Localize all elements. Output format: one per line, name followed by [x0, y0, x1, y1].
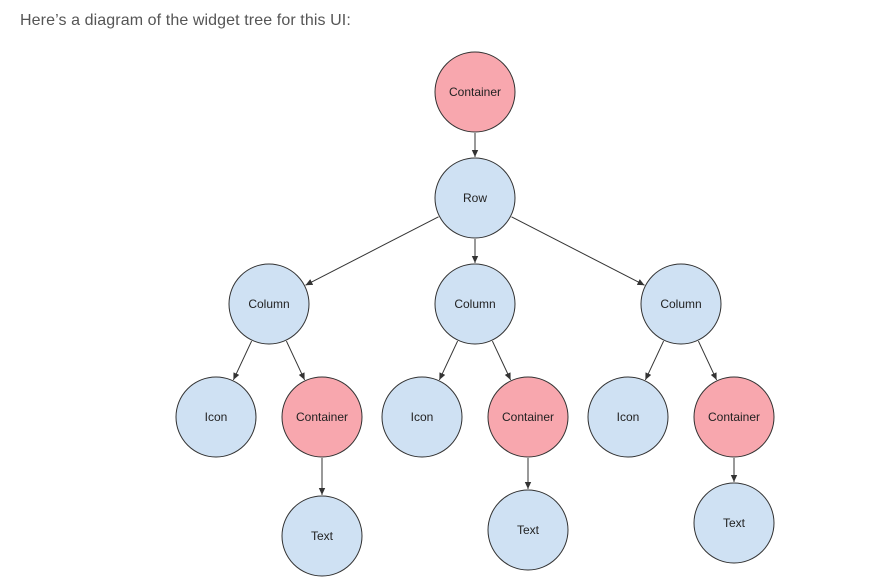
node-label-container-1: Container [296, 410, 348, 424]
node-label-icon-1: Icon [205, 410, 228, 424]
node-circle-container-root [434, 51, 516, 133]
intro-text: Here’s a diagram of the widget tree for … [20, 12, 351, 29]
node-circle-text-3 [693, 482, 775, 564]
node-label-container-3: Container [708, 410, 760, 424]
node-label-icon-2: Icon [411, 410, 434, 424]
node-circle-column-1 [228, 263, 310, 345]
node-circle-text-2 [487, 489, 569, 571]
node-column-2: Column [434, 263, 516, 345]
node-circle-icon-2 [381, 376, 463, 458]
node-container-2: Container [487, 376, 569, 458]
node-icon-3: Icon [587, 376, 669, 458]
node-text-3: Text [693, 482, 775, 564]
edge-row-to-column-3 [511, 216, 645, 286]
edge-column-2-to-icon-2 [438, 340, 459, 381]
node-column-1: Column [228, 263, 310, 345]
edge-column-1-to-container-1 [285, 340, 306, 381]
node-circle-icon-1 [175, 376, 257, 458]
edge-column-3-to-container-3 [697, 340, 718, 381]
node-icon-2: Icon [381, 376, 463, 458]
edges [232, 133, 738, 495]
node-column-3: Column [640, 263, 722, 345]
node-label-container-2: Container [502, 410, 554, 424]
node-circle-column-2 [434, 263, 516, 345]
node-row: Row [434, 157, 516, 239]
node-label-text-3: Text [723, 516, 746, 530]
node-label-column-2: Column [454, 297, 495, 311]
node-label-container-root: Container [449, 85, 501, 99]
node-circle-column-3 [640, 263, 722, 345]
node-circle-text-1 [281, 495, 363, 577]
edge-column-2-to-container-2 [491, 340, 512, 381]
node-label-text-2: Text [517, 523, 540, 537]
node-circle-row [434, 157, 516, 239]
node-icon-1: Icon [175, 376, 257, 458]
node-circle-icon-3 [587, 376, 669, 458]
node-circle-container-1 [281, 376, 363, 458]
node-container-root: Container [434, 51, 516, 133]
node-label-row: Row [463, 191, 487, 205]
node-text-1: Text [281, 495, 363, 577]
node-label-icon-3: Icon [617, 410, 640, 424]
node-label-column-1: Column [248, 297, 289, 311]
edge-column-3-to-icon-3 [644, 340, 665, 381]
node-label-column-3: Column [660, 297, 701, 311]
edge-column-1-to-icon-1 [232, 340, 253, 381]
node-text-2: Text [487, 489, 569, 571]
node-container-1: Container [281, 376, 363, 458]
node-container-3: Container [693, 376, 775, 458]
node-label-text-1: Text [311, 529, 334, 543]
node-circle-container-3 [693, 376, 775, 458]
edge-row-to-column-1 [305, 216, 439, 286]
node-circle-container-2 [487, 376, 569, 458]
